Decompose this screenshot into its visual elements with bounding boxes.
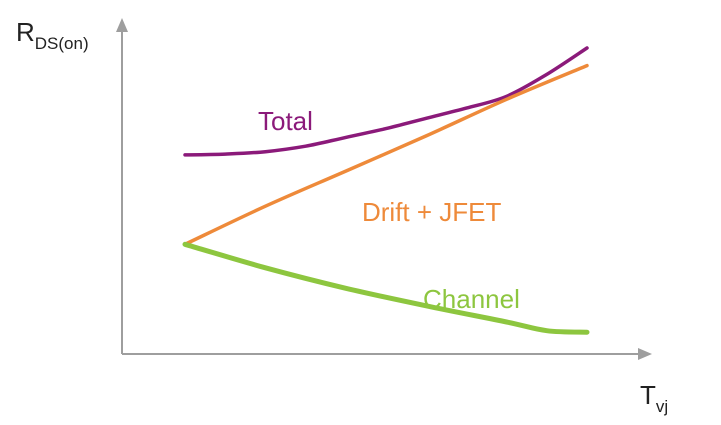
y-axis-label-main: R — [16, 17, 35, 47]
series-label-drift-jfet: Drift + JFET — [362, 197, 502, 227]
x-axis-label-subscript: vj — [656, 397, 668, 416]
series-line-total — [183, 46, 589, 157]
series-line-drift-jfet — [183, 63, 589, 247]
x-axis-arrow — [638, 348, 652, 360]
x-axis-label: Tvj — [640, 380, 668, 416]
y-axis-label: RDS(on) — [16, 17, 89, 53]
x-axis-label-main: T — [640, 380, 656, 410]
y-axis-label-subscript: DS(on) — [35, 34, 89, 53]
series-line-channel — [182, 241, 590, 335]
y-axis-arrow — [116, 18, 128, 32]
series-label-channel: Channel — [423, 284, 520, 314]
series-layer — [182, 46, 590, 335]
axes: RDS(on) Tvj — [16, 17, 668, 416]
series-label-total: Total — [258, 106, 313, 136]
